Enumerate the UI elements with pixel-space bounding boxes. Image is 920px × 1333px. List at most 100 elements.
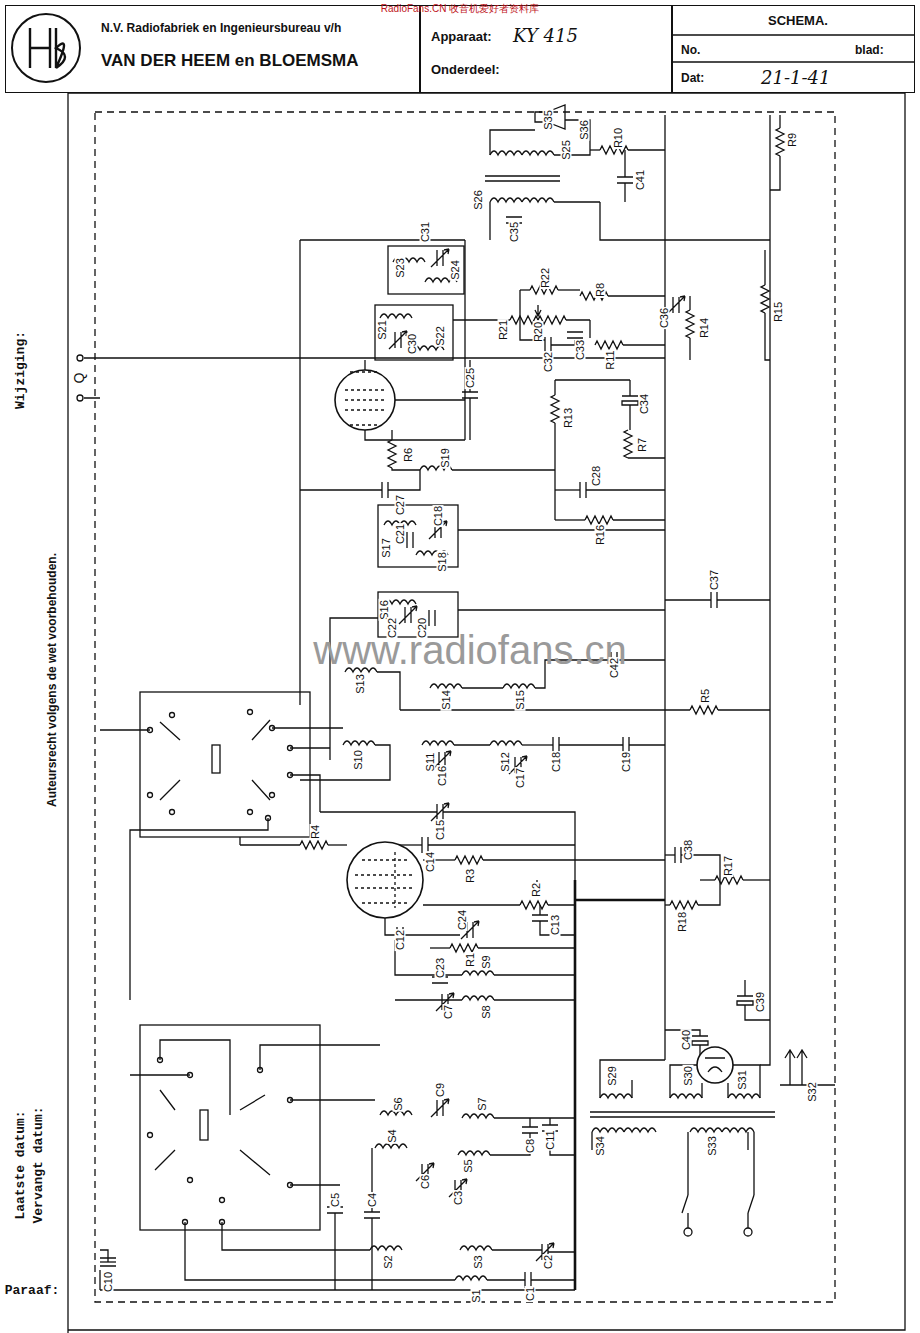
component-symbol — [429, 610, 435, 626]
wire-line — [371, 1148, 372, 1290]
component-symbol — [460, 1246, 492, 1250]
chassis-outline — [95, 112, 835, 1302]
part-label: R21 — [498, 319, 509, 341]
wire-line — [623, 344, 665, 345]
component-symbol — [624, 430, 632, 458]
part-label: S8 — [481, 1004, 492, 1019]
mains-terminal — [744, 1228, 752, 1236]
part-label: C11 — [545, 1129, 556, 1150]
component-symbol — [728, 1094, 760, 1098]
margin-note: Vervangt datum: — [32, 1105, 45, 1224]
component-symbol — [431, 1099, 449, 1117]
component-symbol — [450, 944, 478, 952]
component-symbol — [737, 996, 753, 1005]
part-label: C36 — [659, 307, 670, 329]
part-label: R2 — [531, 882, 542, 898]
part-label: C7 — [443, 1004, 454, 1020]
component-symbol — [422, 741, 454, 745]
component-symbol — [380, 314, 412, 318]
component-symbol — [300, 841, 328, 849]
part-label: C15 — [435, 819, 446, 841]
part-label: S11 — [425, 752, 436, 773]
component-symbol — [462, 1114, 494, 1118]
part-label: R6 — [403, 447, 414, 463]
component-symbol — [462, 971, 494, 975]
part-label: R22 — [540, 267, 551, 289]
wire-line — [100, 1261, 116, 1262]
part-label: C3 — [453, 1190, 464, 1206]
component-symbol — [551, 395, 559, 423]
component-symbol — [667, 296, 685, 314]
wire-line — [624, 150, 625, 202]
part-label: R3 — [465, 868, 476, 884]
switch-contacts — [160, 720, 270, 800]
part-label: R10 — [613, 127, 624, 149]
component-symbol — [600, 1094, 632, 1098]
title-text: 21-1-41 — [761, 68, 830, 88]
part-label: S32 — [807, 1081, 818, 1103]
schematic-lines — [12, 14, 915, 1333]
wire-line — [590, 149, 600, 150]
component-symbol — [761, 285, 769, 313]
wire-line — [392, 468, 420, 470]
part-label: C13 — [550, 914, 561, 936]
part-label: C40 — [681, 1029, 692, 1051]
supply-bus — [665, 115, 770, 1060]
part-label: C18 — [551, 751, 562, 773]
title-text: blad: — [855, 44, 884, 57]
title-block-cell: SCHEMA.No.blad:Dat:21-1-41 — [672, 5, 915, 93]
wire-line — [554, 423, 555, 520]
part-label: S14 — [441, 689, 452, 711]
part-label: R15 — [773, 301, 784, 323]
switch-rotor — [200, 1110, 208, 1140]
part-label: C2 — [543, 1254, 554, 1270]
component-symbol — [617, 177, 633, 183]
part-label: S18 — [437, 551, 448, 573]
component-symbol — [595, 341, 623, 349]
wire-line — [689, 296, 690, 310]
part-label: C18 — [433, 505, 444, 527]
wire-line — [744, 980, 745, 996]
title-block-cell: Apparaat:KY 415Onderdeel: — [420, 5, 672, 93]
title-text: SCHEMA. — [768, 14, 828, 28]
part-label: C8 — [525, 1138, 536, 1154]
if-can — [375, 305, 453, 360]
watermark: www.radiofans.cn — [312, 630, 627, 670]
transformer-core — [485, 176, 560, 181]
part-label: R14 — [699, 317, 710, 339]
wire — [487, 1250, 575, 1280]
circle-symbol — [170, 810, 175, 815]
part-label: S1 — [471, 1288, 482, 1303]
part-label: C10 — [103, 1271, 114, 1293]
logo-letters — [30, 28, 65, 68]
part-label: S4 — [387, 1128, 398, 1143]
wire-line — [613, 519, 665, 520]
part-label: C38 — [683, 839, 694, 861]
part-label: C31 — [420, 221, 431, 243]
wire — [592, 1132, 754, 1195]
wire-line — [589, 320, 590, 338]
part-label: S31 — [737, 1069, 748, 1091]
part-label: S35 — [543, 109, 554, 131]
title-text: Dat: — [681, 72, 704, 85]
component-symbol — [722, 1128, 754, 1132]
part-label: S3 — [473, 1254, 484, 1269]
component-symbol — [580, 482, 586, 498]
wire — [490, 1118, 575, 1155]
part-label: S23 — [395, 257, 406, 279]
part-label: S2 — [383, 1254, 394, 1269]
wire — [100, 728, 343, 1000]
circle-symbol — [270, 793, 275, 798]
if-can — [388, 246, 464, 294]
part-label: C20 — [417, 617, 428, 639]
component-symbol — [567, 332, 583, 338]
part-label: C17 — [515, 767, 526, 789]
part-label: R8 — [595, 282, 606, 298]
part-label: S25 — [561, 139, 572, 161]
part-label: S15 — [515, 689, 526, 711]
component-symbol — [399, 606, 417, 624]
wire-line — [559, 744, 623, 745]
part-label: R5 — [700, 688, 711, 704]
wire-line — [428, 844, 575, 845]
wire-line — [665, 854, 675, 855]
